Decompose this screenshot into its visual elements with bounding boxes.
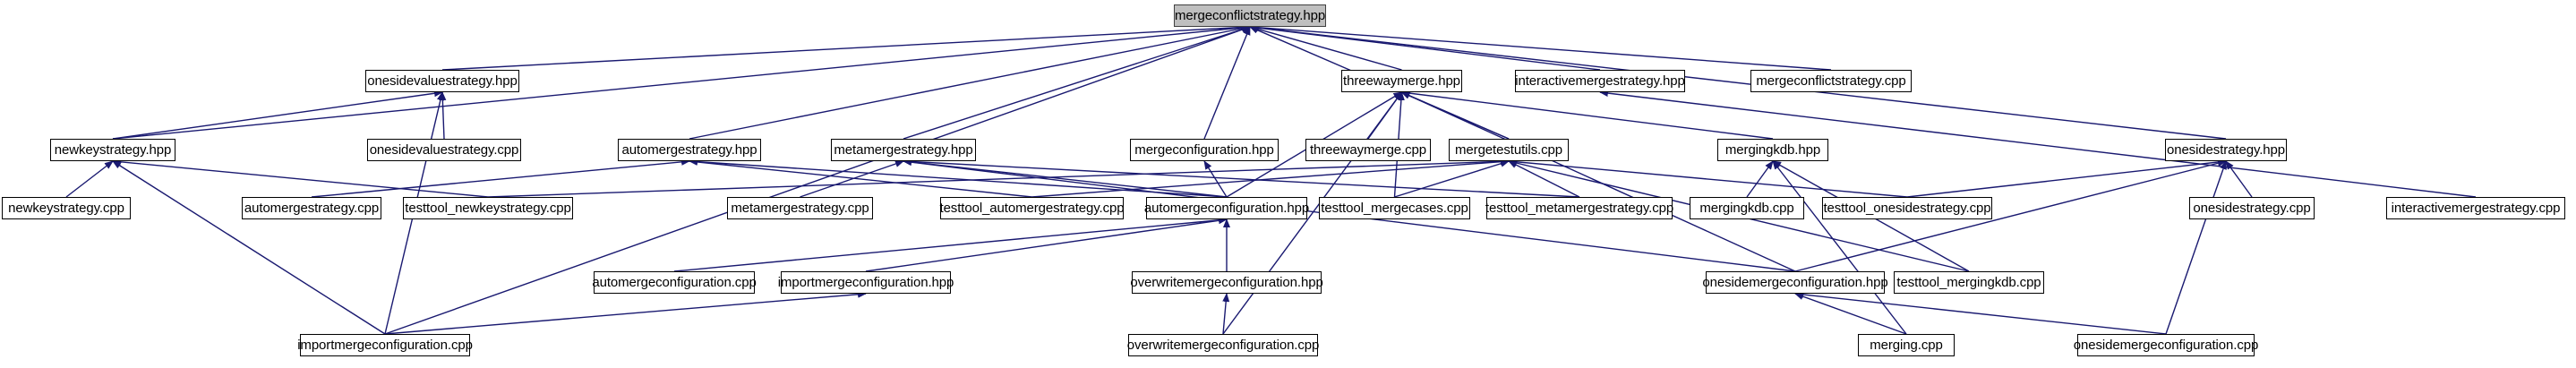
graph-node-testtool-metamergestrategy-cpp[interactable]: testtool_metamergestrategy.cpp: [1485, 197, 1673, 219]
graph-node-importmergeconfiguration-hpp[interactable]: importmergeconfiguration.hpp: [778, 271, 954, 294]
graph-node-threewaymerge-cpp[interactable]: threewaymerge.cpp: [1305, 139, 1431, 161]
graph-edge: [1249, 25, 1402, 71]
graph-edge: [673, 216, 1228, 272]
graph-node-automergeconfiguration-cpp[interactable]: automergeconfiguration.cpp: [592, 271, 757, 294]
graph-node-testtool-onesidestrategy-cpp[interactable]: testtool_onesidestrategy.cpp: [1822, 197, 1992, 219]
graph-edge: [903, 25, 1251, 140]
graph-node-onesidevaluestrategy-hpp[interactable]: onesidevaluestrategy.hpp: [365, 70, 519, 92]
graph-node-mergingkdb-hpp[interactable]: mergingkdb.hpp: [1717, 139, 1828, 161]
graph-edge: [1394, 159, 1510, 198]
graph-edge: [384, 290, 867, 335]
graph-node-automergestrategy-cpp[interactable]: automergestrategy.cpp: [242, 197, 381, 219]
graph-edge: [1249, 23, 1832, 71]
graph-edge: [800, 160, 904, 198]
graph-edge: [1203, 160, 1228, 198]
graph-edge: [439, 91, 447, 140]
graph-node-overwritemergeconfiguration-cpp[interactable]: overwritemergeconfiguration.cpp: [1127, 334, 1319, 356]
graph-edge: [1222, 91, 1403, 335]
graph-edge: [1772, 160, 1907, 335]
graph-node-threewaymerge-hpp[interactable]: threewaymerge.hpp: [1341, 70, 1462, 92]
graph-edge: [689, 24, 1251, 140]
graph-node-metamergestrategy-hpp[interactable]: metamergestrategy.hpp: [831, 139, 976, 161]
graph-edge: [487, 158, 1510, 198]
graph-node-onesidestrategy-cpp[interactable]: onesidestrategy.cpp: [2189, 197, 2315, 219]
graph-edge: [2225, 160, 2253, 198]
graph-node-mergeconfiguration-hpp[interactable]: mergeconfiguration.hpp: [1130, 139, 1279, 161]
graph-edge: [1794, 290, 2167, 335]
graph-node-onesidemergeconfiguration-cpp[interactable]: onesidemergeconfiguration.cpp: [2074, 334, 2258, 356]
graph-edge: [1031, 158, 1510, 198]
graph-edge: [1508, 158, 1908, 198]
graph-node-automergestrategy-hpp[interactable]: automergestrategy.hpp: [618, 139, 761, 161]
graph-edge: [384, 26, 1251, 335]
graph-node-mergetestutils-cpp[interactable]: mergetestutils.cpp: [1449, 139, 1569, 161]
graph-edge: [112, 160, 386, 335]
graph-node-mergeconflictstrategy-hpp[interactable]: mergeconflictstrategy.hpp: [1174, 4, 1326, 27]
graph-edge: [1400, 90, 1774, 140]
graph-edge: [865, 217, 1228, 272]
graph-node-onesidemergeconfiguration-hpp[interactable]: onesidemergeconfiguration.hpp: [1702, 271, 1888, 294]
graph-edge: [1794, 159, 2227, 272]
graph-node-testtool-automergestrategy-cpp[interactable]: testtool_automergestrategy.cpp: [940, 197, 1125, 219]
graph-node-importmergeconfiguration-cpp[interactable]: importmergeconfiguration.cpp: [297, 334, 473, 356]
graph-node-interactivemergestrategy-cpp[interactable]: interactivemergestrategy.cpp: [2386, 197, 2565, 219]
graph-node-interactivemergestrategy-hpp[interactable]: interactivemergestrategy.hpp: [1515, 70, 1685, 92]
graph-edge: [1222, 293, 1230, 335]
graph-node-onesidestrategy-hpp[interactable]: onesidestrategy.hpp: [2165, 139, 2287, 161]
graph-edge: [1746, 160, 1774, 198]
graph-node-testtool-mergecases-cpp[interactable]: testtool_mergecases.cpp: [1319, 197, 1470, 219]
graph-node-mergeconflictstrategy-cpp[interactable]: mergeconflictstrategy.cpp: [1750, 70, 1912, 92]
graph-node-mergingkdb-cpp[interactable]: mergingkdb.cpp: [1690, 197, 1804, 219]
graph-edge: [112, 158, 489, 198]
graph-edge: [2165, 160, 2227, 335]
graph-edge: [1599, 90, 2477, 198]
graph-node-newkeystrategy-hpp[interactable]: newkeystrategy.hpp: [50, 139, 175, 161]
graph-node-testtool-mergingkdb-cpp[interactable]: testtool_mergingkdb.cpp: [1894, 271, 2044, 294]
graph-node-overwritemergeconfiguration-hpp[interactable]: overwritemergeconfiguration.hpp: [1130, 271, 1323, 294]
graph-edge: [689, 158, 1032, 198]
graph-node-automergeconfiguration-hpp[interactable]: automergeconfiguration.hpp: [1144, 197, 1309, 219]
graph-edge: [112, 23, 1251, 140]
graph-edge: [903, 158, 1580, 198]
graph-edge: [65, 160, 114, 198]
graph-edge: [112, 90, 443, 140]
graph-node-onesidevaluestrategy-cpp[interactable]: onesidevaluestrategy.cpp: [367, 139, 521, 161]
graph-edge: [441, 23, 1251, 71]
graph-node-testtool-newkeystrategy-cpp[interactable]: testtool_newkeystrategy.cpp: [403, 197, 573, 219]
graph-edge: [1400, 91, 1796, 272]
graph-node-merging-cpp[interactable]: merging.cpp: [1858, 334, 1955, 356]
graph-node-newkeystrategy-cpp[interactable]: newkeystrategy.cpp: [2, 197, 131, 219]
graph-node-metamergestrategy-cpp[interactable]: metamergestrategy.cpp: [727, 197, 873, 219]
graph-edge: [1203, 26, 1251, 140]
graph-edge: [1794, 293, 1907, 335]
graph-edge: [311, 158, 690, 198]
graph-edge: [1249, 24, 2227, 140]
graph-edge: [1906, 158, 2227, 198]
